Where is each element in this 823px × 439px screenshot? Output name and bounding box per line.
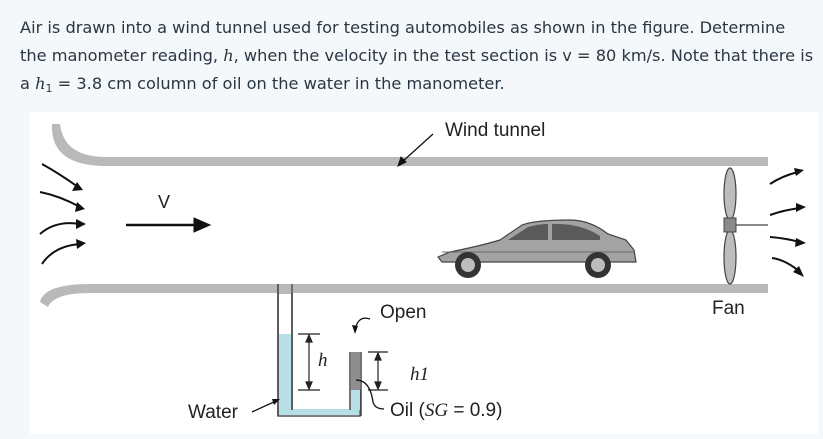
oil-label: Oil (SG = 0.9): [390, 400, 502, 422]
figure-drawing: [39, 124, 806, 417]
h1-label: h1: [410, 364, 429, 385]
h-symbol: h: [223, 46, 234, 65]
fan-icon: [723, 167, 768, 285]
wind-tunnel-figure: Wind tunnel V Open Fan h h1 Water Oil (S…: [30, 112, 818, 434]
velocity-label: V: [158, 192, 171, 212]
problem-text-2: , when the velocity in the test section …: [20, 46, 814, 93]
oil-suffix: = 0.9): [448, 400, 503, 421]
h1-subscript: 1: [45, 82, 53, 95]
water-fill: [279, 334, 359, 415]
bottom-wall-left: [40, 284, 278, 307]
h-label: h: [318, 350, 328, 371]
oil-sg: SG: [424, 400, 449, 421]
outlet-arrows: [769, 171, 801, 273]
flow-arrow-icon: [39, 163, 81, 265]
manometer-left-tube: [278, 284, 292, 294]
oil-prefix: Oil (: [390, 400, 425, 421]
velocity-arrow: [126, 217, 212, 233]
open-leader: [354, 317, 371, 331]
wind-tunnel-leader: [397, 133, 434, 167]
oil-column: [351, 352, 360, 390]
h1-symbol: h: [35, 74, 46, 93]
top-wall: [51, 124, 769, 166]
h1-dimension: [368, 351, 388, 391]
water-label: Water: [188, 402, 238, 423]
car-icon: [437, 219, 637, 278]
oil-leader: [355, 379, 385, 410]
open-label: Open: [380, 302, 427, 323]
problem-text-3: = 3.8 cm column of oil on the water in t…: [52, 74, 505, 93]
bottom-wall-right: [292, 284, 768, 293]
problem-text-1: Air is drawn into a wind tunnel used for…: [20, 18, 786, 65]
problem-statement: Air is drawn into a wind tunnel used for…: [20, 14, 815, 103]
fan-label: Fan: [712, 298, 745, 319]
wind-tunnel-label: Wind tunnel: [445, 120, 546, 141]
water-leader: [251, 400, 277, 413]
h-dimension: [298, 333, 320, 391]
